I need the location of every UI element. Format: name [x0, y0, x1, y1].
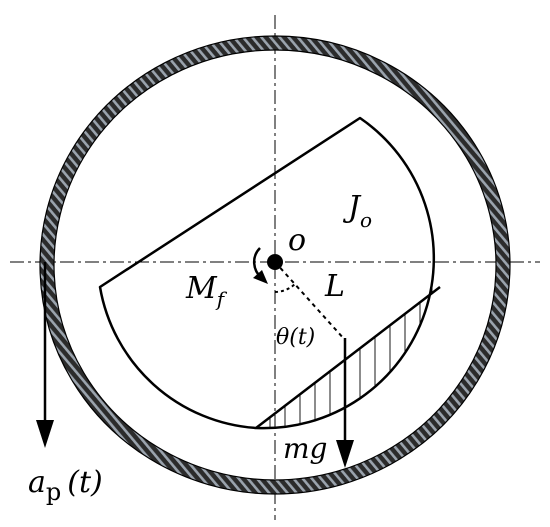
friction-sub: f	[215, 287, 228, 311]
accel-main: a	[28, 465, 46, 500]
pendulum-body	[98, 116, 436, 430]
angle-label: θ(t)	[276, 325, 315, 350]
inertia-main: J	[342, 190, 362, 225]
weight-label: mg	[283, 432, 327, 465]
friction-label: Mf	[185, 271, 228, 311]
accel-sub: p	[46, 478, 61, 506]
inertia-label: Jo	[342, 190, 372, 232]
inertia-sub: o	[360, 208, 372, 232]
outer-ring	[39, 35, 511, 495]
origin-label: o	[288, 223, 306, 258]
theta-arc	[274, 283, 296, 293]
length-label: L	[324, 269, 345, 304]
weight-arrowhead	[336, 440, 354, 468]
mass-segment-chord	[255, 286, 441, 429]
accel-label: ap(t)	[28, 465, 103, 506]
pivot-point	[267, 254, 283, 270]
accel-arrowhead	[36, 420, 54, 448]
length-line	[274, 261, 346, 341]
friction-main: M	[185, 271, 218, 306]
friction-moment-arrowhead	[253, 270, 268, 284]
accel-arg: (t)	[67, 465, 102, 500]
